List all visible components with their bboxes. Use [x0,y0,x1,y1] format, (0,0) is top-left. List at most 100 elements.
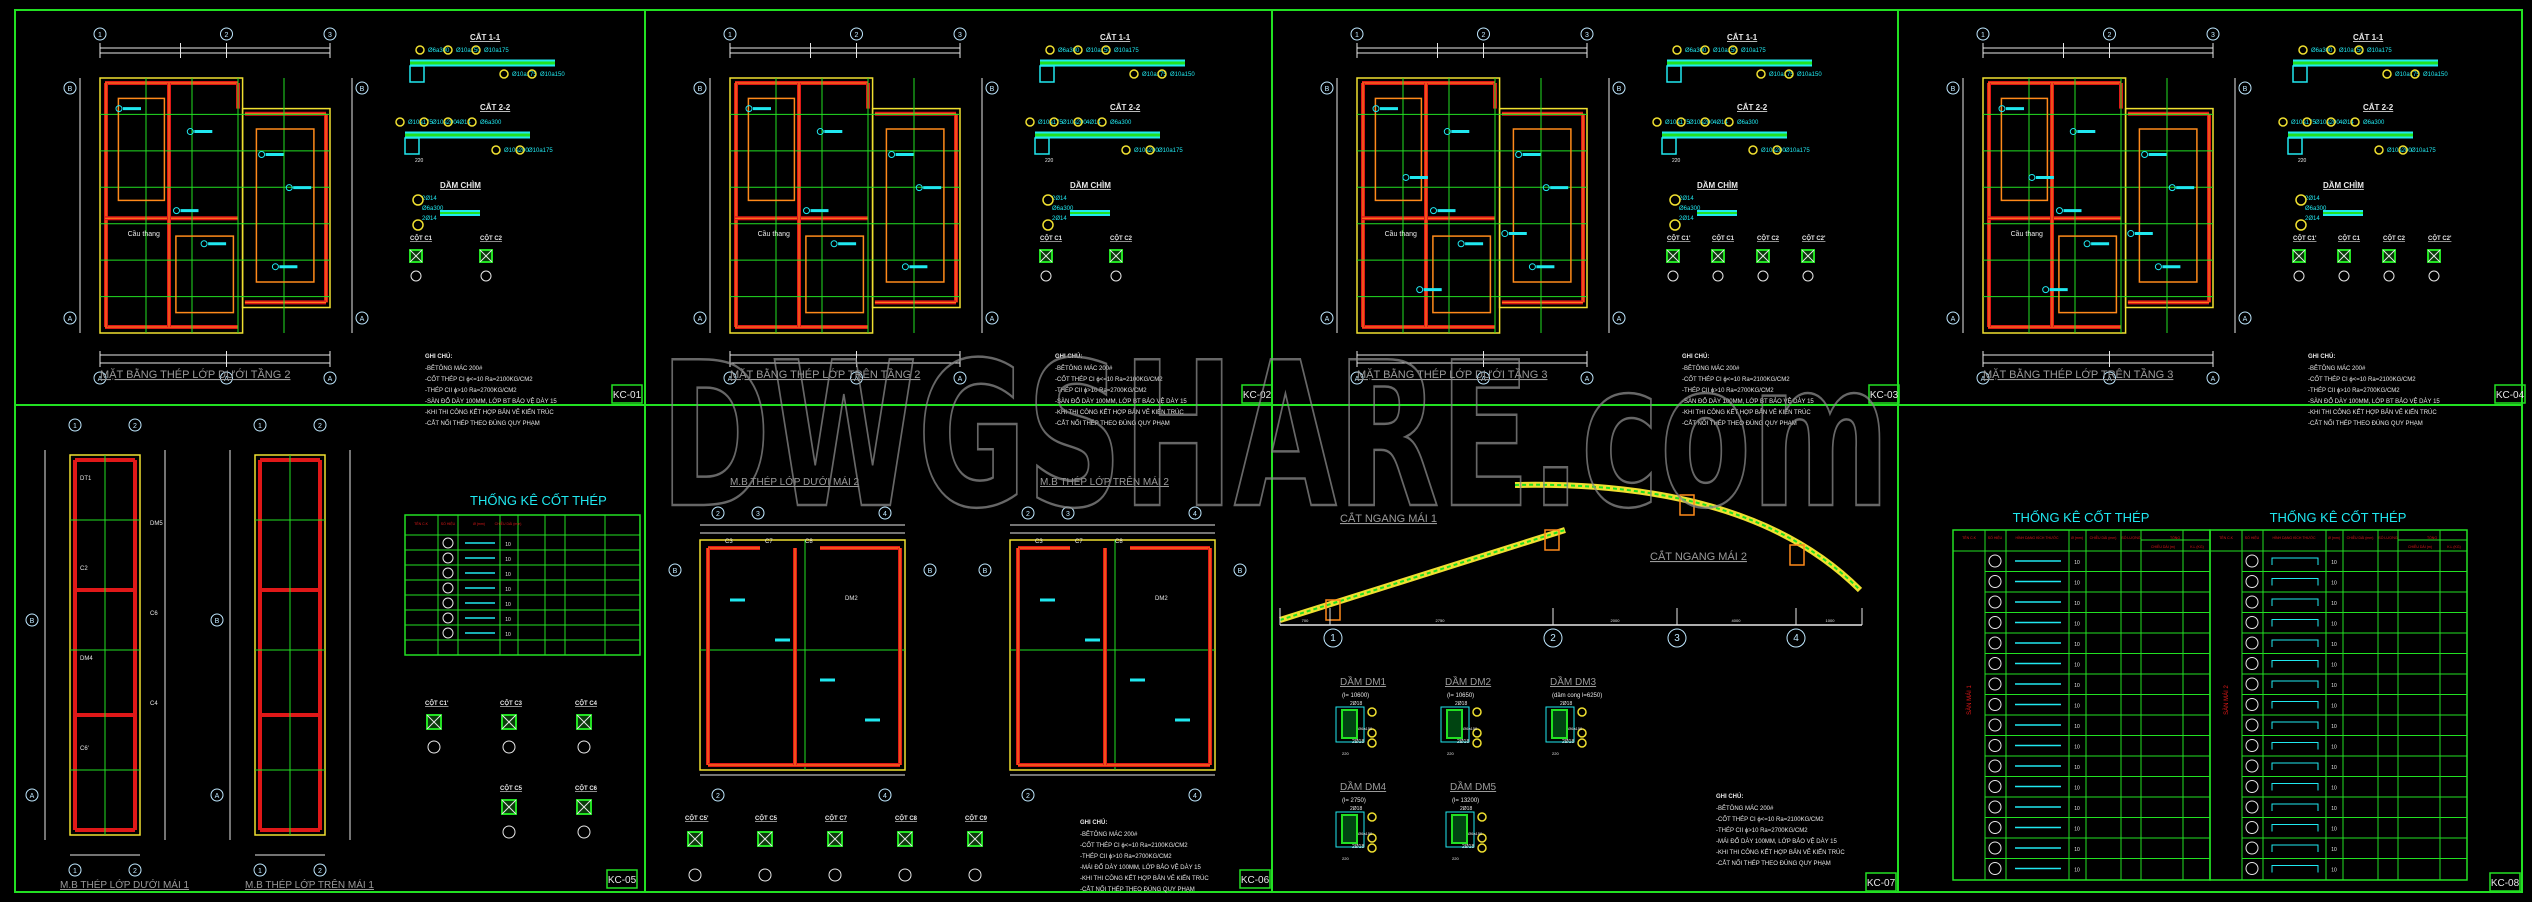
rebar-tag-circle [186,128,194,136]
room-outline [1374,97,1423,202]
rebar-spec: 2Ø18 [1562,739,1574,745]
rebar-spec: 2Ø18 [1462,844,1474,850]
rebar-spec: 2Ø18 [1560,701,1572,707]
grid-bubble-circle [68,418,82,432]
beam-section [1341,814,1358,844]
tie [1039,249,1053,263]
bar-mark-circle [1121,145,1131,155]
section-title: CẮT NGANG MÁI 2 [1650,550,1747,563]
plan-label: C6 [150,611,158,617]
note-line: -CỐT THÉP CI ϕ<=10 Ra=2100KG/CM2 [1055,376,1163,383]
notes-heading: GHI CHÚ: [1080,819,1107,826]
grid-bubble: A [63,311,77,325]
column-title: CỘT C2' [2428,234,2452,242]
bar-mark-circle [1700,45,1710,55]
grid-bubble-label: 2 [1482,32,1486,39]
tie [2337,249,2351,263]
bar-mark-circle [443,45,453,55]
grid-bubble-label: B [983,568,988,575]
grid-bubble: 4 [1188,506,1202,520]
column-title: CỘT C1 [410,234,433,242]
grid-bubble: 4 [878,788,892,802]
note-line: -CẮT NỐI THÉP THEO ĐÚNG QUY PHẠM [425,419,540,427]
rebar-tag-circle [1457,240,1465,248]
rebar-spec: Ø10a175 [2367,48,2392,54]
grid-bubble-label: 2 [2108,32,2112,39]
column-title: CỘT C1 [2338,234,2361,242]
grid-bubble-circle [878,788,892,802]
grid-bubble: 3 [323,27,337,41]
column-title: CỘT C5 [500,784,523,792]
rebar-tag-circle [2028,173,2036,181]
room-outline [2138,128,2198,283]
bar-mark [1988,821,2002,834]
tie [2427,249,2441,263]
grid-bubble-label: B [30,618,35,625]
grid-bubble: 1 [723,27,737,41]
tie [426,714,442,730]
section-title-1-1: CẮT 1-1 [2353,33,2384,42]
grid-bubble-circle [1061,506,1075,520]
grid-bubble-circle [1543,628,1563,648]
grid-bubble: A [1580,371,1594,385]
grid-bubble: 2 [128,418,142,432]
grid-bubble-label: 1 [1355,32,1359,39]
mark-circle [688,868,702,882]
bar-mark [1988,595,2002,609]
rebar-spec: Ø6a300 [2311,48,2333,54]
bar-mark-circle [2278,117,2288,127]
grid-bubble-label: 3 [1585,32,1589,39]
grid-bubble-label: A [68,316,73,323]
drawing-title: MẶT BẰNG THÉP LỚP TRÊN TẦNG 2 [730,368,920,381]
table-title: THỐNG KÊ CỐT THÉP [470,493,607,508]
grid-bubble-circle [220,371,233,385]
rebar-spec: Ø6a300 [422,206,444,212]
table-header: Ø (mm) [2071,536,2083,540]
stair-label: Cầu thang [2011,229,2043,238]
grid-bubble-circle [1667,628,1687,648]
column-title: CỘT C6 [575,784,598,792]
grid-bubble-circle [2103,27,2116,41]
grid-bubble-circle [1188,506,1202,520]
column-detail: CỘT C1' [425,699,449,754]
dimension-text: 220 [2298,158,2307,164]
tie [967,831,983,847]
grid-bubble-circle [668,563,682,577]
rebar-spec: 4Ø14 [1086,120,1101,126]
bar-mark-circle [2326,117,2336,127]
rebar-spec: 2Ø18 [1457,739,1469,745]
grid-bubble-circle [128,418,142,432]
bar-mark-circle [2326,45,2336,55]
rebar-spec: Ø10a175 [512,72,537,78]
column-title: CỘT C8 [895,814,918,822]
grid-bubble: B [1946,81,1960,95]
table-header: TỔNG [2427,535,2437,540]
table-header: K.L (KG) [2190,545,2203,549]
bar-mark-circle [1073,45,1083,55]
diameter-cell: 10 [2074,704,2080,710]
grid-bubble-circle [723,27,737,41]
notes-heading: GHI CHÚ: [2308,353,2335,360]
grid-bubble-circle [220,27,233,41]
grid-bubble-circle [693,311,707,325]
rebar-tag-circle [285,184,293,192]
rebar-spec: 2Ø18 [1352,739,1364,745]
grid-bubble-circle [1976,371,1990,385]
grid-bubble: 2 [711,788,725,802]
rebar-spec: Ø6a150 [1358,831,1373,836]
grid-bubble-circle [1233,563,1247,577]
grid-bubble: B [693,81,707,95]
rebar-spec: Ø6a300 [480,120,502,126]
grid-bubble-label: 3 [328,32,332,39]
grid-bubble-label: B [1325,86,1330,93]
grid-bubble-circle [355,311,369,325]
room-outline [175,235,235,314]
rebar-tag-circle [1542,184,1550,192]
sheet-frame [14,9,2523,893]
grid-bubble: A [210,788,224,802]
slab-outline [1982,77,2127,334]
